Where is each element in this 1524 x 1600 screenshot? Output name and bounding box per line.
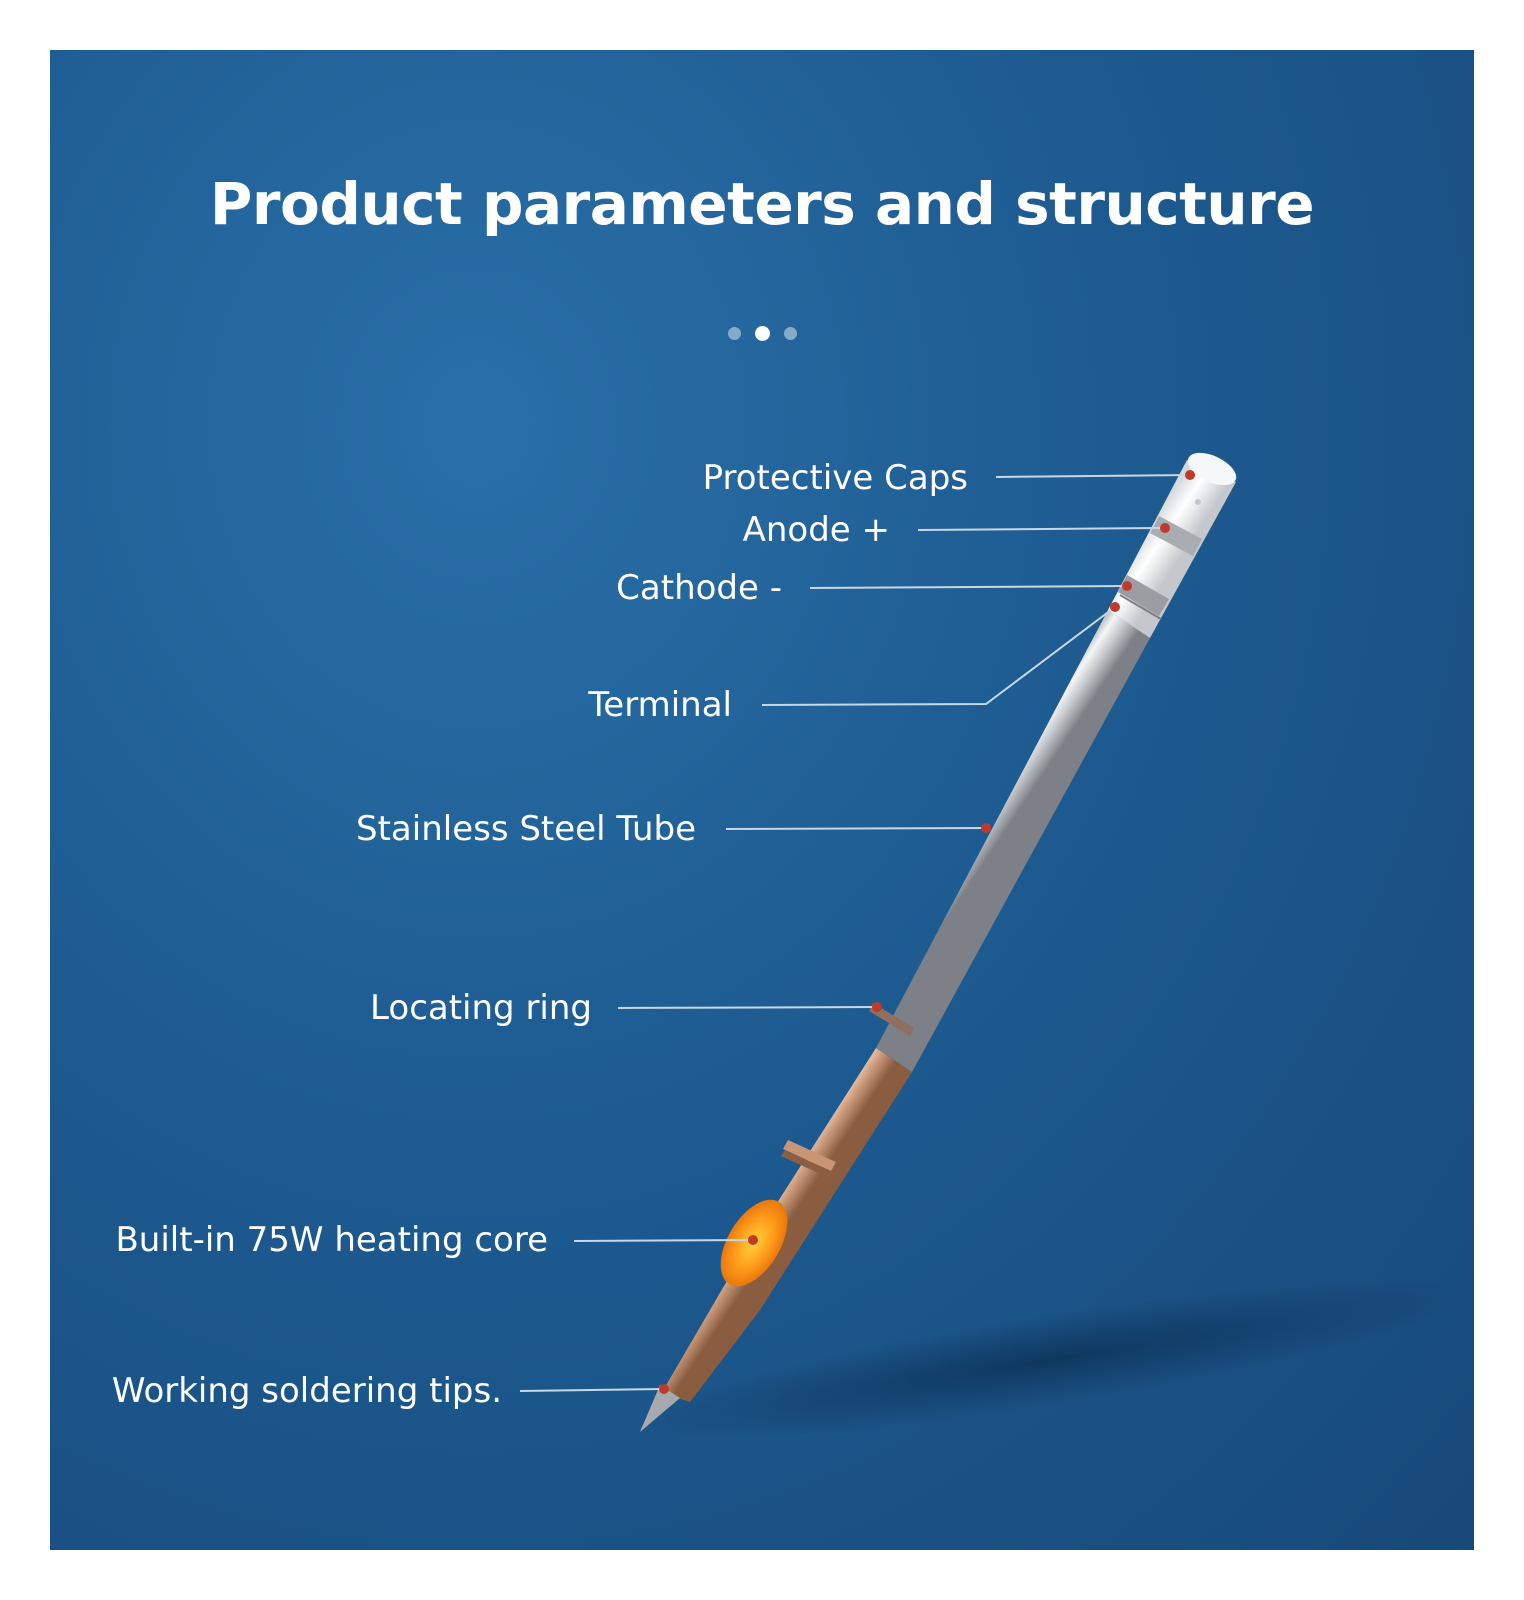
callout-markers	[659, 470, 1195, 1394]
leader-lines	[519, 474, 1191, 1392]
label-anode: Anode +	[742, 510, 890, 550]
leader-line-heating-core	[573, 1239, 754, 1242]
marker-protective-caps	[1185, 470, 1195, 480]
leader-line-terminal	[761, 606, 1116, 706]
leader-line-soldering-tip	[519, 1388, 665, 1392]
label-locating-ring: Locating ring	[370, 988, 592, 1028]
leader-line-locating-ring	[617, 1006, 878, 1009]
leader-line-steel-tube	[725, 827, 987, 830]
carousel-dot-3[interactable]	[783, 327, 797, 340]
page-title: Product parameters and structure	[209, 170, 1315, 238]
leader-line-cathode	[809, 585, 1128, 589]
label-terminal: Terminal	[588, 685, 732, 725]
locating-ring-band	[869, 1003, 914, 1036]
carousel-pagination	[50, 326, 1474, 341]
label-heating-core: Built-in 75W heating core	[115, 1220, 548, 1260]
copper-ring-band-2	[781, 1150, 833, 1178]
soldering-tip-point	[640, 1385, 680, 1432]
cap-vent-hole	[1195, 499, 1201, 505]
label-stainless-steel-tube: Stainless Steel Tube	[356, 809, 696, 849]
tip-shadow	[635, 1280, 1465, 1440]
marker-soldering-tip	[659, 1384, 669, 1394]
leader-line-protective-caps	[995, 474, 1191, 478]
label-cathode: Cathode -	[616, 568, 782, 608]
marker-anode	[1160, 523, 1170, 533]
marker-steel-tube	[981, 823, 991, 833]
terminal-seam	[1119, 594, 1162, 620]
leader-line-anode	[917, 527, 1166, 531]
carousel-dot-2-active[interactable]	[754, 326, 770, 341]
cap-section-body	[1108, 460, 1236, 638]
label-soldering-tip: Working soldering tips.	[111, 1371, 502, 1411]
carousel-dot-1[interactable]	[727, 327, 741, 340]
marker-terminal	[1110, 602, 1120, 612]
marker-locating-ring	[872, 1002, 882, 1012]
cap-end	[1187, 452, 1237, 486]
soldering-tip-diagram	[519, 452, 1465, 1440]
label-protective-caps: Protective Caps	[702, 458, 968, 498]
marker-heating-core	[748, 1235, 758, 1245]
marker-cathode	[1122, 581, 1132, 591]
copper-ring-band	[783, 1140, 836, 1171]
steel-tube-body	[876, 610, 1150, 1072]
product-structure-panel: Product parameters and structure	[50, 50, 1474, 1550]
